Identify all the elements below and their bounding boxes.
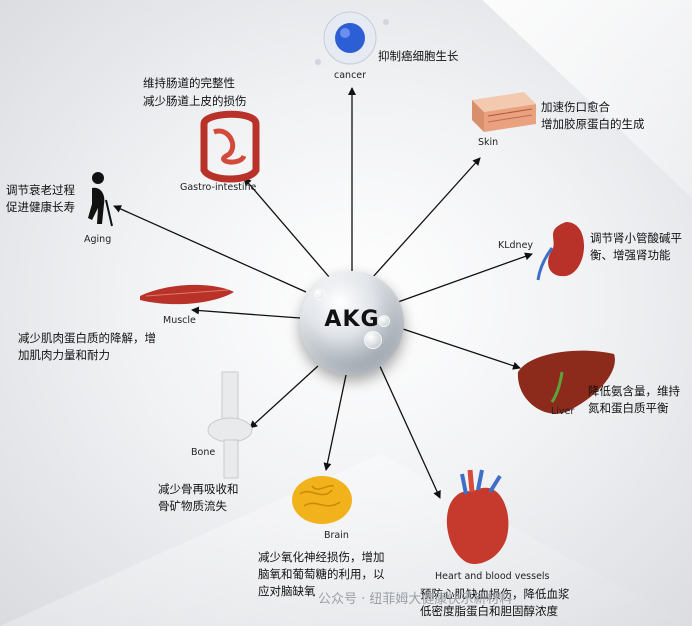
arrow-to-bone	[249, 365, 319, 429]
skin-tissue-icon	[472, 92, 536, 132]
arrow-to-muscle	[191, 306, 301, 319]
brain-effect-1: 减少氧化神经损伤，增加	[258, 550, 385, 564]
brain-effect-3: 应对脑缺氧	[258, 584, 316, 598]
bubble-decoration	[378, 315, 390, 327]
muscle-icon	[140, 284, 234, 305]
arrow-to-kidney	[397, 252, 533, 303]
watermark: 公众号 · 纽菲姆大健康快乐新材料	[318, 592, 513, 607]
cancer-effect: 抑制癌细胞生长	[378, 49, 459, 63]
gastro-effect-1: 维持肠道的完整性	[143, 76, 235, 90]
hub-label: AKG	[324, 307, 380, 332]
aging-person-icon	[88, 172, 113, 227]
gastro-label: Gastro-intestine	[180, 182, 257, 193]
kidney-effect-2: 衡、增强肾功能	[590, 248, 671, 262]
bone-icon	[207, 371, 253, 479]
arrow-to-skin	[371, 157, 481, 279]
muscle-effect-1: 减少肌肉蛋白质的降解，增	[18, 331, 156, 345]
muscle-label: Muscle	[163, 315, 196, 326]
intestine-icon	[200, 110, 260, 183]
skin-effect-1: 加速伤口愈合	[541, 100, 610, 114]
akg-hub: AKG	[300, 271, 404, 375]
arrow-to-heart	[377, 361, 441, 499]
heart-effect-1: 预防心肌缺血损伤，降低血浆	[420, 587, 570, 601]
arrow-to-aging	[113, 205, 307, 293]
cancer-cell-icon	[315, 11, 389, 65]
kidney-icon	[536, 222, 585, 281]
gastro-effect-2: 减少肠道上皮的损伤	[143, 94, 247, 108]
liver-effect-1: 降低氨含量，维持	[588, 384, 680, 398]
heart-effect-2: 低密度脂蛋白和胆固醇浓度	[420, 604, 558, 618]
arrow-to-brain	[323, 374, 347, 471]
heart-icon	[446, 469, 509, 564]
cancer-label: cancer	[334, 70, 367, 81]
bubble-decoration	[364, 331, 382, 349]
liver-effect-2: 氮和蛋白质平衡	[588, 401, 669, 415]
brain-icon	[292, 476, 352, 524]
bone-effect-2: 骨矿物质流失	[158, 499, 227, 513]
bubble-decoration	[314, 289, 325, 300]
heart-label: Heart and blood vessels	[435, 571, 550, 582]
arrow-to-liver	[399, 327, 521, 370]
bone-effect-1: 减少骨再吸收和	[158, 482, 239, 496]
muscle-effect-2: 加肌肉力量和耐力	[18, 348, 110, 362]
brain-effect-2: 脑氧和葡萄糖的利用，以	[258, 567, 385, 581]
kidney-effect-1: 调节肾小管酸碱平	[590, 231, 682, 245]
aging-effect-2: 促进健康长寿	[6, 200, 75, 214]
aging-label: Aging	[84, 234, 112, 245]
bone-label: Bone	[191, 447, 216, 458]
skin-effect-2: 增加胶原蛋白的生成	[541, 117, 645, 131]
liver-icon	[517, 350, 615, 414]
aging-effect-1: 调节衰老过程	[6, 183, 75, 197]
skin-label: Skin	[478, 137, 499, 148]
brain-label: Brain	[324, 530, 349, 541]
kidney-label: KLdney	[498, 240, 534, 251]
liver-label: Liver	[551, 406, 575, 417]
arrow-to-gastro	[243, 177, 331, 279]
